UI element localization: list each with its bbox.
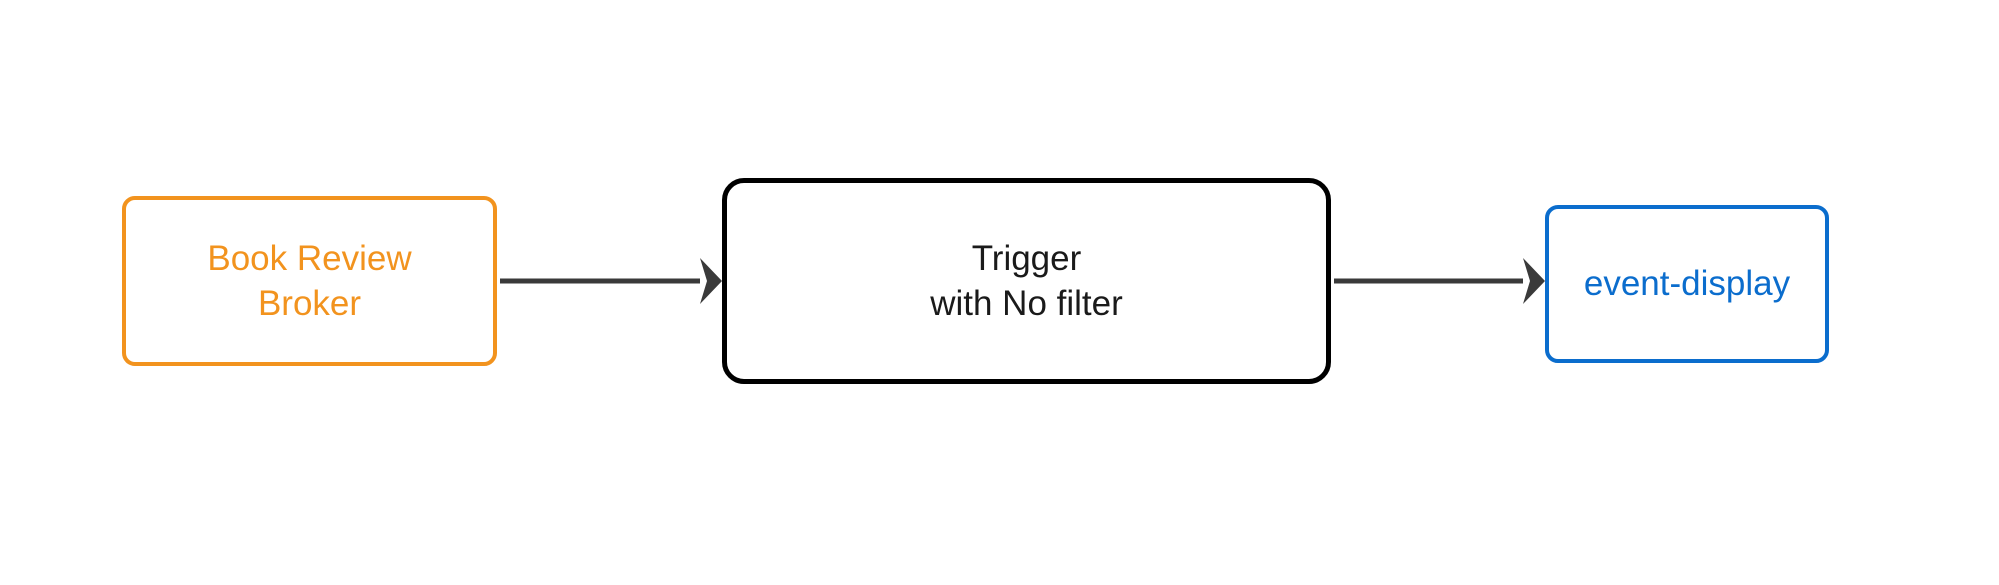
edge-trigger-to-event-display-arrowhead (1523, 258, 1545, 304)
edge-broker-to-trigger-arrowhead (700, 258, 722, 304)
event-display-node-label-line1: event-display (1583, 264, 1791, 304)
trigger-node-label-line2: with No filter (930, 284, 1123, 323)
trigger-node-label-line1: Trigger (971, 238, 1082, 278)
book-review-broker-node[interactable]: Book Review Broker (122, 196, 497, 366)
trigger-node[interactable]: Trigger with No filter (722, 178, 1331, 384)
book-review-broker-node-label-line1: Book Review (207, 238, 412, 278)
book-review-broker-node-label-line2: Broker (257, 284, 362, 323)
event-display-node[interactable]: event-display (1545, 205, 1829, 363)
edge-broker-to-trigger (500, 258, 722, 304)
edge-trigger-to-event-display (1334, 258, 1545, 304)
